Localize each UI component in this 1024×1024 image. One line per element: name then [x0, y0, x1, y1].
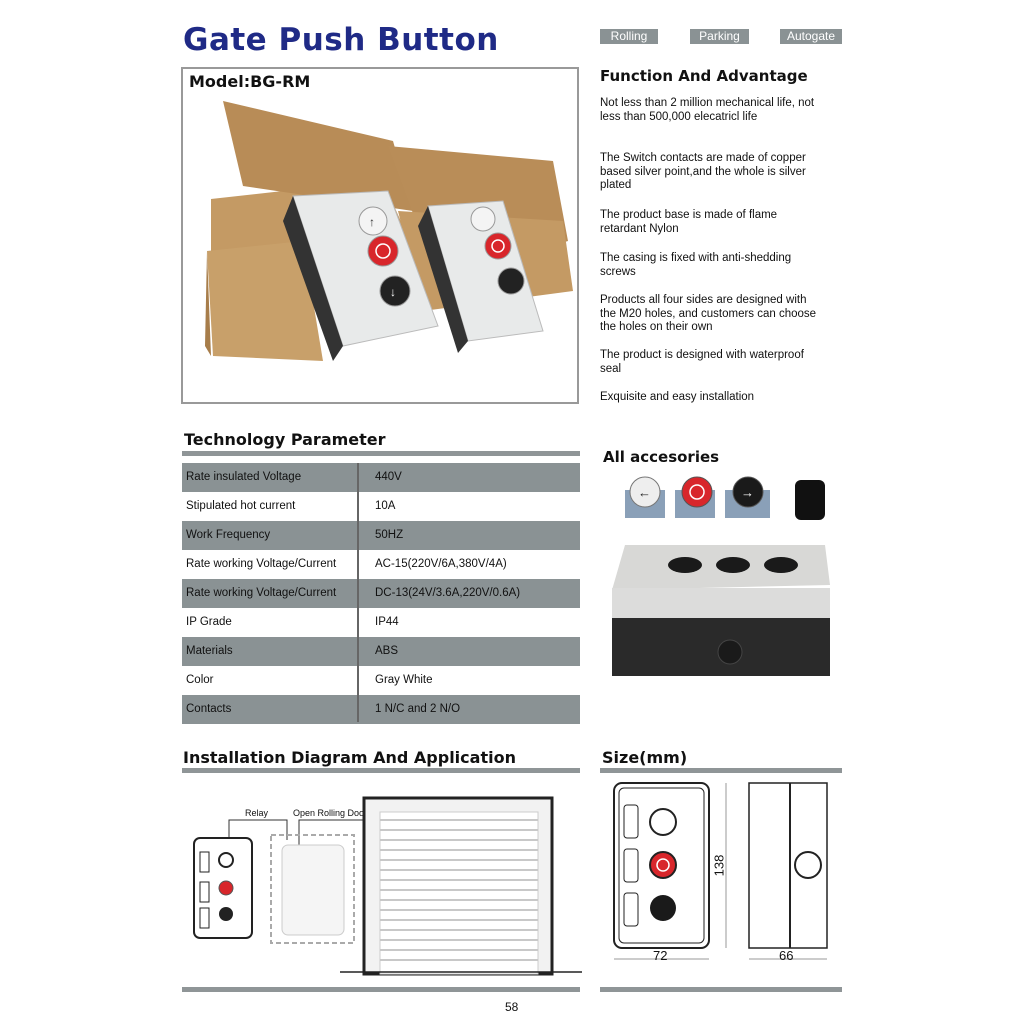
param-key: Rate insulated Voltage — [186, 471, 302, 483]
svg-text:↑: ↑ — [369, 215, 375, 229]
product-photo-box: Model:BG-RM ↑ ↓ — [181, 67, 579, 404]
param-value: IP44 — [375, 616, 399, 628]
size-title: Size(mm) — [602, 748, 688, 767]
depth-dimension: 66 — [779, 948, 794, 963]
param-value: 50HZ — [375, 529, 404, 541]
param-key: Materials — [186, 645, 233, 657]
param-key: Rate working Voltage/Current — [186, 558, 337, 570]
table-row: Stipulated hot current 10A — [182, 492, 580, 521]
section-divider — [600, 987, 842, 992]
rolling-door-label: Open Rolling Door — [293, 808, 368, 818]
param-value: AC-15(220V/6A,380V/4A) — [375, 558, 507, 570]
section-divider — [182, 451, 580, 456]
advantage-item: The Switch contacts are made of copper b… — [600, 152, 806, 191]
param-key: Work Frequency — [186, 529, 271, 541]
installation-diagram — [193, 796, 582, 976]
table-row: Rate working Voltage/Current AC-15(220V/6… — [182, 550, 580, 579]
advantage-item: The casing is fixed with anti-shedding s… — [600, 252, 792, 278]
param-value: DC-13(24V/3.6A,220V/0.6A) — [375, 587, 521, 599]
installation-title: Installation Diagram And Application — [183, 748, 516, 767]
product-photo: ↑ ↓ — [205, 101, 573, 361]
param-key: Contacts — [186, 703, 232, 715]
param-value: 10A — [375, 500, 396, 512]
tag-rolling: Rolling — [600, 29, 658, 44]
table-row: Work Frequency 50HZ — [182, 521, 580, 550]
table-row: Rate working Voltage/Current DC-13(24V/3.… — [182, 579, 580, 608]
table-column-divider — [357, 463, 359, 722]
svg-text:→: → — [741, 485, 754, 500]
advantage-item: Not less than 2 million mechanical life,… — [600, 97, 815, 123]
param-key: IP Grade — [186, 616, 232, 628]
function-advantage-title: Function And Advantage — [600, 67, 808, 85]
table-row: Color Gray White — [182, 666, 580, 695]
param-value: 440V — [375, 471, 402, 483]
param-value: 1 N/C and 2 N/O — [375, 703, 461, 715]
advantage-item: Products all four sides are designed wit… — [600, 294, 817, 333]
width-dimension: 72 — [653, 948, 668, 963]
table-row: Rate insulated Voltage 440V — [182, 463, 580, 492]
svg-text:←: ← — [638, 485, 651, 500]
param-key: Color — [186, 674, 214, 686]
model-label: Model:BG-RM — [189, 72, 311, 91]
svg-text:↓: ↓ — [390, 285, 396, 299]
section-divider — [182, 987, 580, 992]
tech-params-title: Technology Parameter — [184, 430, 386, 449]
page-number: 58 — [505, 1000, 519, 1014]
param-key: Stipulated hot current — [186, 500, 296, 512]
size-diagram — [613, 782, 828, 960]
advantage-item: The product is designed with waterproof … — [600, 349, 804, 375]
table-row: Contacts 1 N/C and 2 N/O — [182, 695, 580, 724]
param-key: Rate working Voltage/Current — [186, 587, 337, 599]
table-row: IP Grade IP44 — [182, 608, 580, 637]
params-table: Rate insulated Voltage 440V Stipulated ho… — [182, 463, 580, 724]
param-value: Gray White — [375, 674, 433, 686]
accessories-photo: ← → — [612, 476, 830, 676]
advantage-item: The product base is made of flame retard… — [600, 209, 778, 235]
advantage-item: Exquisite and easy installation — [600, 391, 755, 403]
section-divider — [600, 768, 842, 773]
page-title: Gate Push Button — [183, 22, 499, 58]
tag-autogate: Autogate — [780, 29, 842, 44]
relay-label: Relay — [245, 808, 269, 818]
section-divider — [182, 768, 580, 773]
table-row: Materials ABS — [182, 637, 580, 666]
accessories-title: All accesories — [603, 448, 720, 466]
tag-parking: Parking — [690, 29, 749, 44]
param-value: ABS — [375, 645, 399, 657]
height-dimension: 138 — [711, 854, 727, 877]
